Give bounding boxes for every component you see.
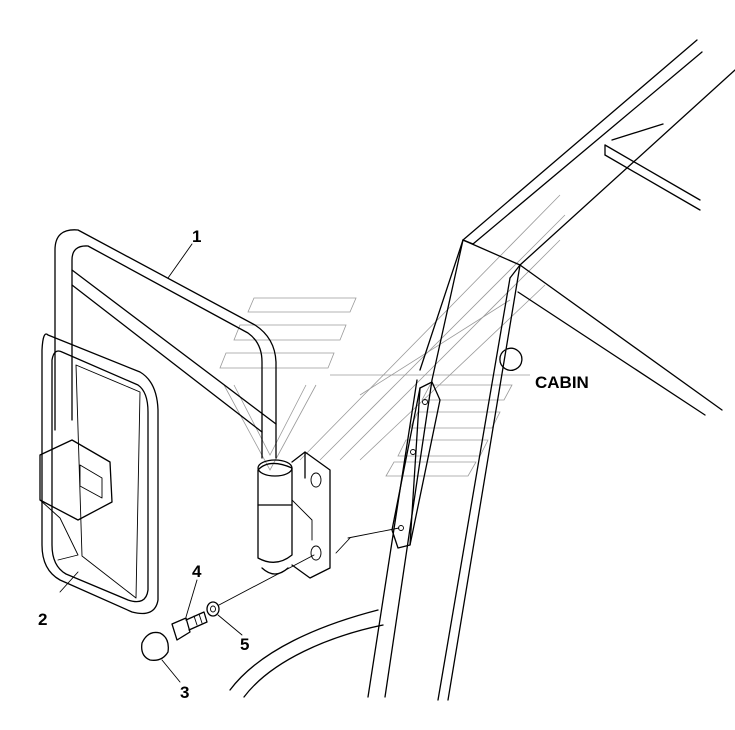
cabin-label: CABIN (535, 373, 589, 392)
callout-3: 3 (180, 683, 189, 702)
cabin-frame (229, 39, 735, 701)
callout-5: 5 (240, 635, 249, 654)
washer-part (206, 554, 315, 617)
watermark-logo (219, 194, 566, 477)
callout-4: 4 (192, 562, 202, 581)
screw-part (171, 611, 208, 641)
mirror-arm (54, 229, 277, 459)
cabin-mount-bracket (335, 381, 441, 554)
pivot-hinge (257, 451, 331, 579)
cap-part (141, 631, 169, 661)
callout-2: 2 (38, 610, 47, 629)
callout-1: 1 (192, 227, 201, 246)
leader-lines (59, 243, 243, 683)
mirror-head (39, 333, 159, 615)
